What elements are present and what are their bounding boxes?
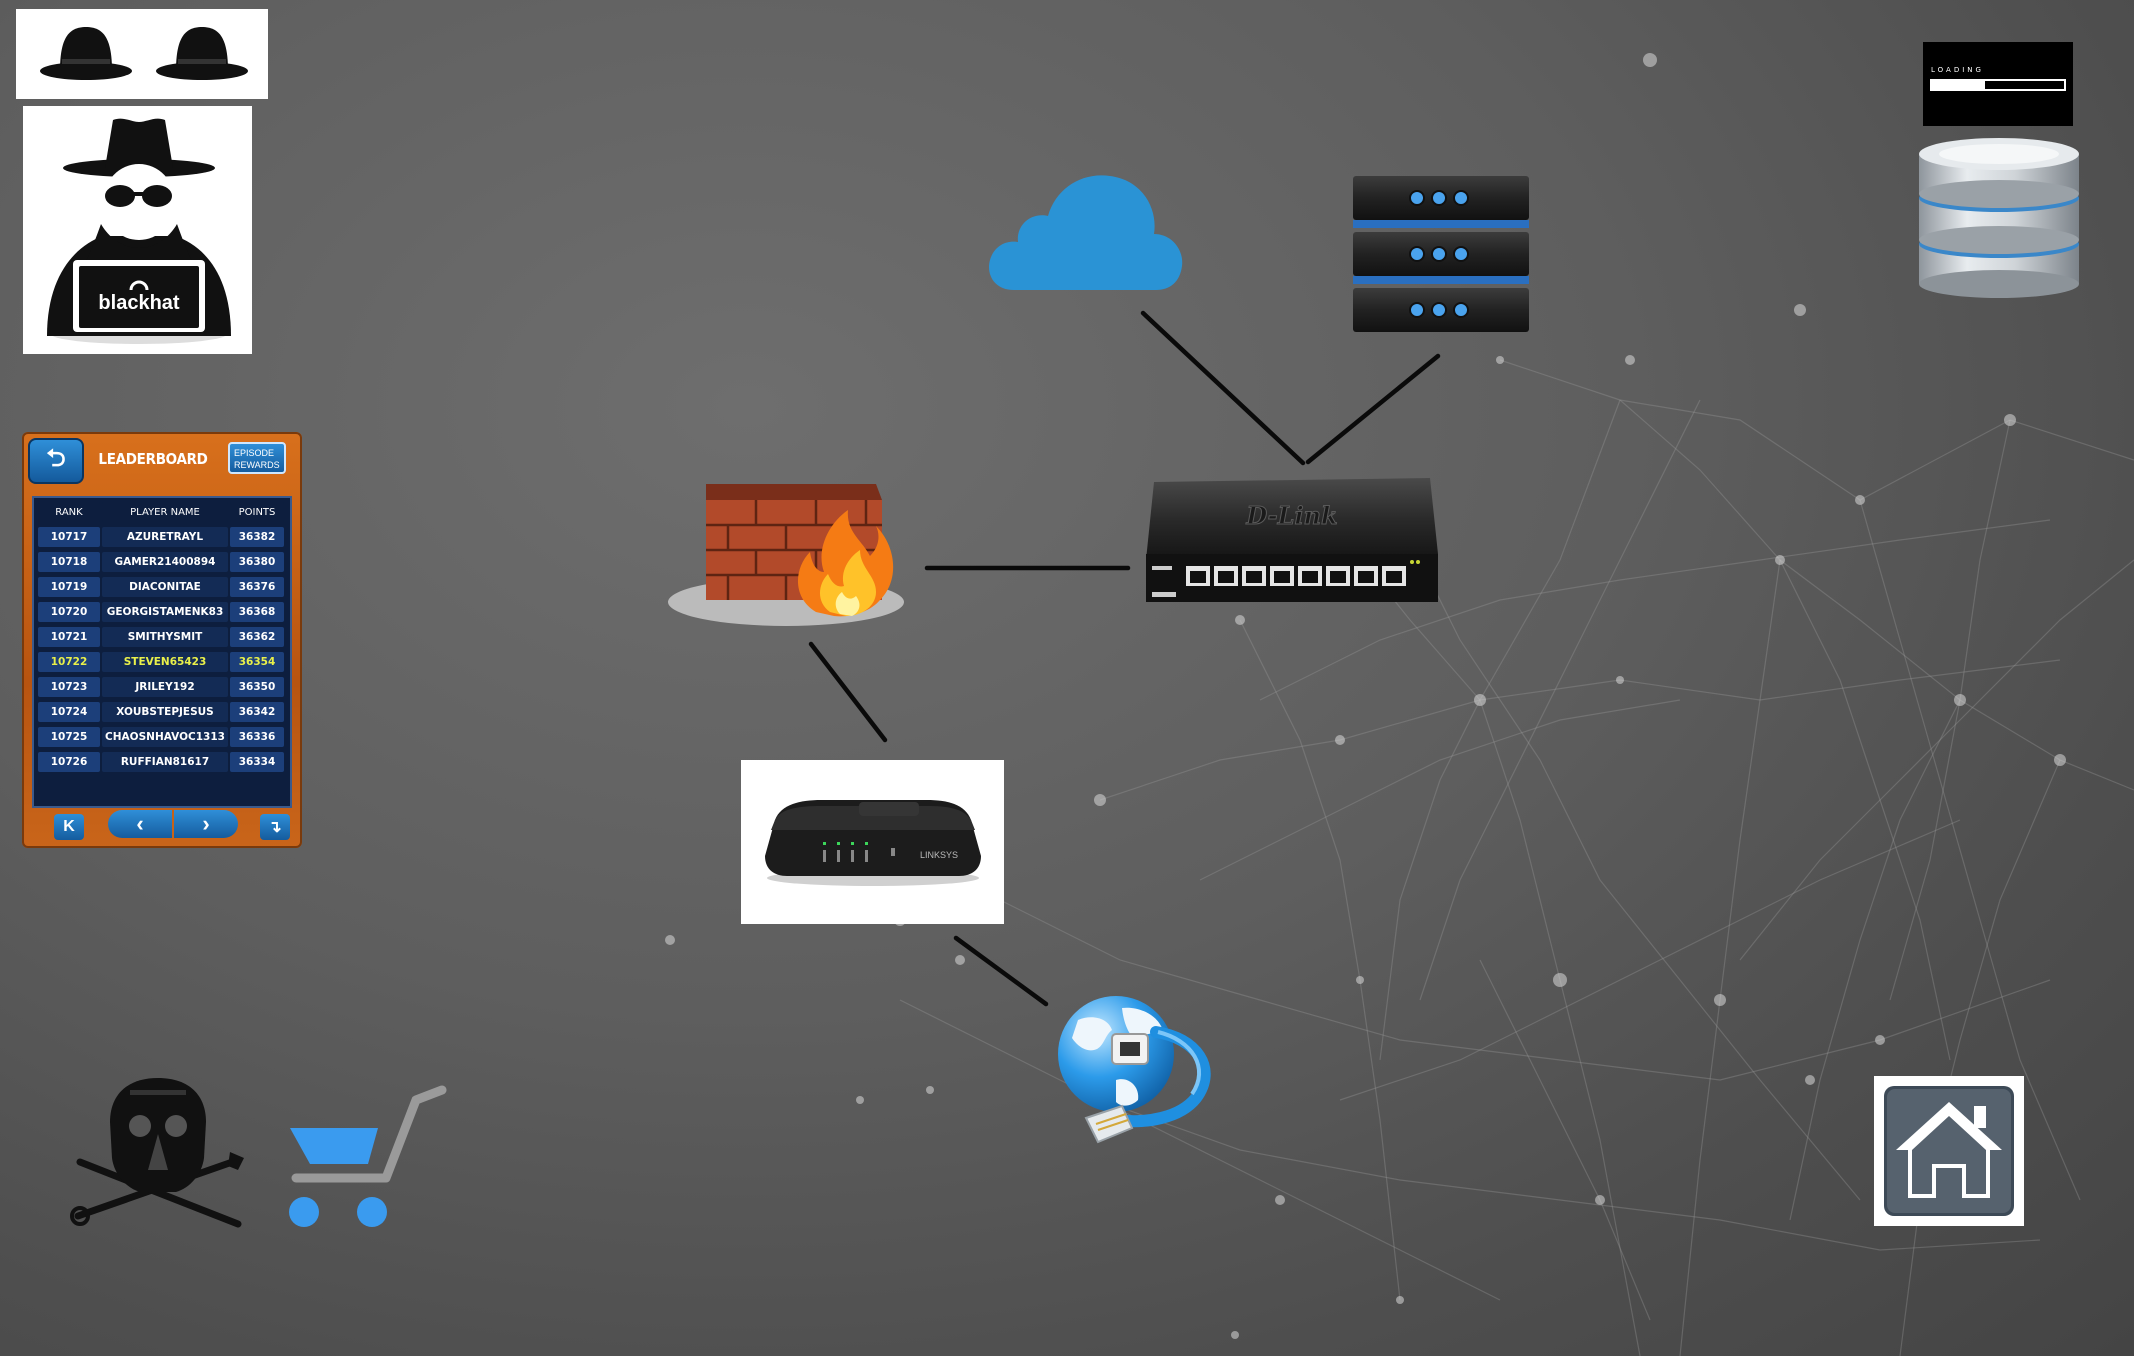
loading-track: [1930, 79, 2066, 91]
player-name-header: PLAYER NAME: [102, 502, 228, 522]
switch-brand-label: D-Link: [1245, 501, 1337, 530]
rank-cell: 10720: [38, 602, 100, 622]
cloud-icon[interactable]: [986, 170, 1186, 294]
points-cell: 36354: [230, 652, 284, 672]
player-name-cell: STEVEN65423: [102, 652, 228, 672]
rank-cell: 10717: [38, 527, 100, 547]
rank-header: RANK: [38, 502, 100, 522]
leaderboard-header-row: RANK PLAYER NAME POINTS: [38, 502, 286, 522]
jump-to-player-button[interactable]: ↴: [260, 814, 290, 840]
rank-cell: 10722: [38, 652, 100, 672]
points-cell: 36350: [230, 677, 284, 697]
first-page-button[interactable]: K: [54, 814, 84, 840]
leaderboard-row[interactable]: 10724 XOUBSTEPJESUS 36342: [38, 702, 286, 722]
hacker-mask-tools-icon[interactable]: [70, 1074, 246, 1230]
player-name-cell: GAMER21400894: [102, 552, 228, 572]
router-icon[interactable]: LINKSYS: [741, 760, 1004, 924]
episode-rewards-button[interactable]: EPISODE REWARDS: [228, 442, 286, 474]
points-header: POINTS: [230, 502, 284, 522]
points-cell: 36342: [230, 702, 284, 722]
leaderboard-row[interactable]: 10725 CHAOSNHAVOC1313 36336: [38, 727, 286, 747]
leaderboard-row[interactable]: 10721 SMITHYSMIT 36362: [38, 627, 286, 647]
points-cell: 36362: [230, 627, 284, 647]
rank-cell: 10723: [38, 677, 100, 697]
leaderboard-title: LEADERBOARD: [98, 450, 208, 468]
player-name-cell: RUFFIAN81617: [102, 752, 228, 772]
blackhat-hacker-icon[interactable]: blackhat: [23, 106, 252, 354]
player-name-cell: GEORGISTAMENK83: [102, 602, 228, 622]
leaderboard-row[interactable]: 10720 GEORGISTAMENK83 36368: [38, 602, 286, 622]
points-cell: 36368: [230, 602, 284, 622]
player-name-cell: AZURETRAYL: [102, 527, 228, 547]
loading-label: LOADING: [1931, 66, 1984, 74]
home-icon: [1884, 1086, 2014, 1216]
rank-cell: 10719: [38, 577, 100, 597]
router-internet-link: [953, 935, 1049, 1007]
points-cell: 36380: [230, 552, 284, 572]
rank-cell: 10721: [38, 627, 100, 647]
leaderboard-table: RANK PLAYER NAME POINTS 10717 AZURETRAYL…: [32, 496, 292, 808]
leaderboard-row-highlighted[interactable]: 10722 STEVEN65423 36354: [38, 652, 286, 672]
rank-cell: 10726: [38, 752, 100, 772]
router-brand-label: LINKSYS: [920, 850, 958, 860]
rank-cell: 10718: [38, 552, 100, 572]
points-cell: 36382: [230, 527, 284, 547]
leaderboard-row[interactable]: 10723 JRILEY192 36350: [38, 677, 286, 697]
home-button[interactable]: [1874, 1076, 2024, 1226]
player-name-cell: XOUBSTEPJESUS: [102, 702, 228, 722]
player-name-cell: SMITHYSMIT: [102, 627, 228, 647]
player-name-cell: JRILEY192: [102, 677, 228, 697]
loading-indicator: LOADING: [1923, 42, 2073, 126]
globe-ethernet-icon[interactable]: [1046, 990, 1216, 1150]
leaderboard-row[interactable]: 10717 AZURETRAYL 36382: [38, 527, 286, 547]
previous-page-button[interactable]: ‹: [108, 810, 172, 838]
bowler-hats-icon[interactable]: [16, 9, 268, 99]
points-cell: 36336: [230, 727, 284, 747]
network-switch-icon[interactable]: D-Link: [1142, 474, 1442, 606]
points-cell: 36376: [230, 577, 284, 597]
cloud-switch-link: [1140, 310, 1306, 466]
leaderboard-back-button[interactable]: ⮌: [28, 438, 84, 484]
loading-fill: [1932, 81, 1985, 89]
rank-cell: 10725: [38, 727, 100, 747]
server-switch-link: [1305, 353, 1441, 465]
blackhat-logo-text: blackhat: [98, 292, 179, 314]
leaderboard-row[interactable]: 10718 GAMER21400894 36380: [38, 552, 286, 572]
server-rack-icon[interactable]: [1351, 174, 1531, 344]
database-icon[interactable]: [1918, 136, 2080, 300]
player-name-cell: CHAOSNHAVOC1313: [102, 727, 228, 747]
rank-cell: 10724: [38, 702, 100, 722]
shopping-cart-icon[interactable]: [282, 1082, 448, 1230]
points-cell: 36334: [230, 752, 284, 772]
firewall-icon[interactable]: [666, 480, 908, 632]
leaderboard-panel: ⮌ LEADERBOARD EPISODE REWARDS RANK PLAYE…: [22, 432, 302, 848]
player-name-cell: DIACONITAE: [102, 577, 228, 597]
leaderboard-pagination: K ‹ › ↴: [32, 804, 292, 844]
leaderboard-row[interactable]: 10726 RUFFIAN81617 36334: [38, 752, 286, 772]
leaderboard-row[interactable]: 10719 DIACONITAE 36376: [38, 577, 286, 597]
firewall-router-link: [808, 641, 888, 743]
next-page-button[interactable]: ›: [174, 810, 238, 838]
